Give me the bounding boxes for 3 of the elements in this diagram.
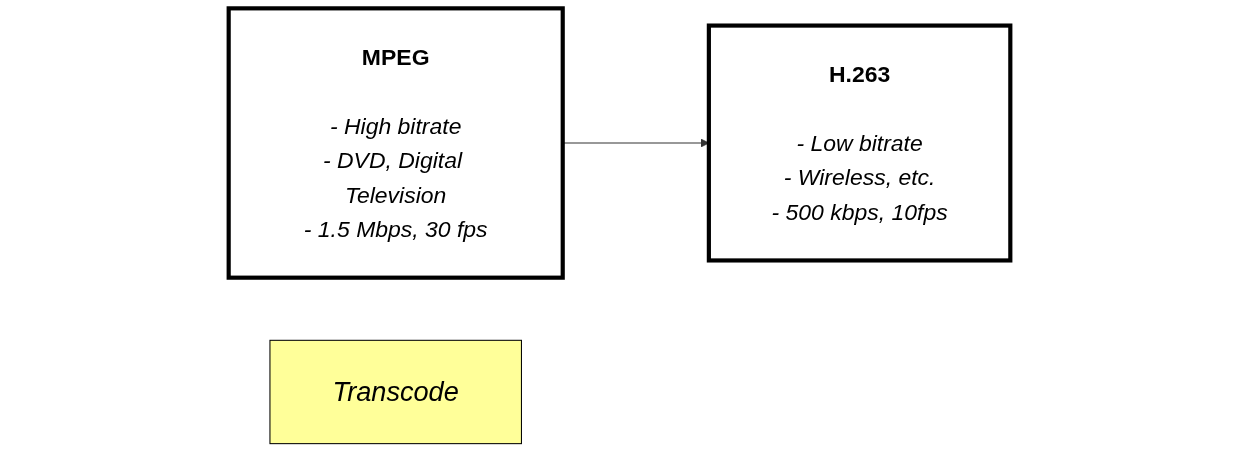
- node-box: MPEG - High bitrate - DVD, Digital Television - 1.5 Mbps, 30 fps: [226, 6, 565, 280]
- node-box: H.263 - Low bitrate - Wireless, etc. - 500 kbps, 10fps: [706, 23, 1013, 263]
- node-box: Transcode: [269, 339, 522, 445]
